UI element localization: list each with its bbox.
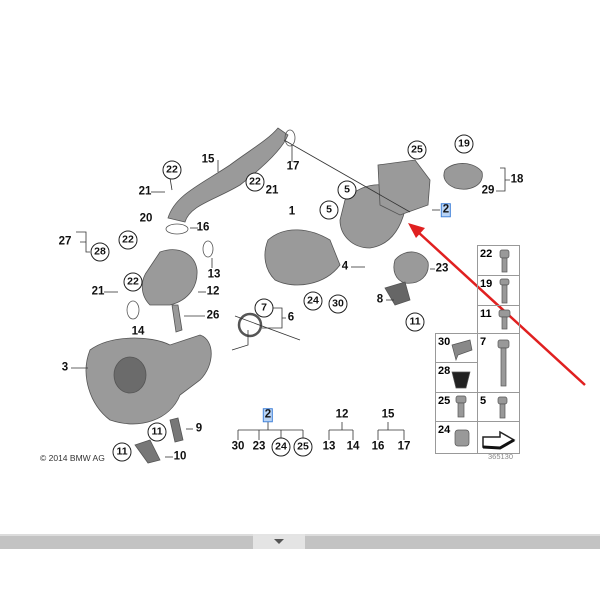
turbo-housing-25	[377, 159, 431, 216]
table-cell-19: 19	[477, 275, 520, 306]
callout-30: 30	[328, 294, 348, 314]
seal-ring-16	[165, 223, 189, 235]
callout-12: 12	[335, 408, 349, 421]
bracket-10	[134, 439, 161, 464]
table-cell-5: 5	[477, 392, 520, 422]
leader-lines	[71, 139, 510, 458]
callout-11: 11	[147, 422, 167, 442]
cell-label: 7	[480, 336, 487, 348]
bracket-9	[169, 417, 184, 443]
callout-2[interactable]: 2	[440, 203, 452, 217]
callout-17: 17	[397, 440, 411, 453]
table-cell-7: 7	[477, 333, 520, 393]
callout-13: 13	[322, 440, 336, 453]
expand-toggle-button[interactable]	[253, 534, 305, 549]
exhaust-manifold	[264, 229, 341, 286]
callout-22: 22	[162, 160, 182, 180]
table-cell-28: 28	[435, 362, 478, 393]
callout-6: 6	[287, 311, 295, 324]
direction-arrow-icon	[482, 430, 516, 450]
callout-14: 14	[346, 440, 360, 453]
callout-19: 19	[454, 134, 474, 154]
callout-25: 25	[407, 140, 427, 160]
cell-label: 22	[480, 248, 493, 260]
callout-29: 29	[481, 184, 495, 197]
turbo-inlet	[113, 356, 147, 394]
callout-28: 28	[90, 242, 110, 262]
callout-12: 12	[206, 285, 220, 298]
callout-10: 10	[173, 450, 187, 463]
cell-label: 28	[438, 365, 451, 377]
cell-label: 11	[480, 308, 492, 320]
callout-11: 11	[405, 312, 425, 332]
callout-20: 20	[139, 212, 153, 225]
callout-14: 14	[131, 325, 145, 338]
callout-18: 18	[510, 173, 524, 186]
callout-1: 1	[288, 205, 296, 218]
v-band-clamp-6	[237, 312, 263, 338]
charge-air-pipe	[167, 127, 289, 223]
callout-22: 22	[245, 172, 265, 192]
cell-label: 19	[480, 278, 493, 290]
callout-16: 16	[196, 221, 210, 234]
cell-label: 25	[438, 395, 451, 407]
red-annotation-arrow	[408, 223, 586, 386]
callout-21: 21	[265, 184, 279, 197]
table-cell-22: 22	[477, 245, 520, 276]
turbocharger-3	[85, 334, 212, 425]
intake-elbow	[141, 249, 198, 306]
callout-4: 4	[341, 260, 349, 273]
callout-30: 30	[231, 440, 245, 453]
callout-11: 11	[112, 442, 132, 462]
diagram-number: 365130	[488, 452, 514, 461]
callout-21: 21	[91, 285, 105, 298]
callout-15: 15	[201, 153, 215, 166]
callout-5: 5	[319, 200, 339, 220]
table-cell-24: 24	[435, 421, 478, 454]
callout-27: 27	[58, 235, 72, 248]
wastegate-actuator	[393, 251, 429, 284]
chevron-down-icon	[274, 539, 284, 544]
cell-label: 30	[438, 336, 451, 348]
clamp-18	[443, 163, 483, 190]
callout-23: 23	[435, 262, 449, 275]
callout-13: 13	[207, 268, 221, 281]
callout-3: 3	[61, 361, 69, 374]
callout-5: 5	[337, 180, 357, 200]
copyright-text: © 2014 BMW AG	[40, 453, 105, 463]
oxygen-sensor-26	[171, 304, 183, 333]
callout-22: 22	[118, 230, 138, 250]
callout-2[interactable]: 2	[262, 408, 274, 422]
seal-ring-13	[202, 240, 214, 258]
callout-9: 9	[195, 422, 203, 435]
part-illustrations	[85, 127, 483, 464]
callout-22: 22	[123, 272, 143, 292]
table-cell-30: 30	[435, 333, 478, 363]
table-cell-25: 25	[435, 392, 478, 422]
bracket-8	[384, 281, 411, 306]
seal-ring-14	[126, 300, 140, 320]
cell-label: 5	[480, 395, 487, 407]
seal-ring-17	[284, 129, 296, 147]
callout-17: 17	[286, 160, 300, 173]
callout-26: 26	[206, 309, 220, 322]
callout-15: 15	[381, 408, 395, 421]
callout-7: 7	[254, 298, 274, 318]
callout-23: 23	[252, 440, 266, 453]
callout-24: 24	[271, 437, 291, 457]
callout-25: 25	[293, 437, 313, 457]
callout-24: 24	[303, 291, 323, 311]
callout-21: 21	[138, 185, 152, 198]
table-cell-11: 11	[477, 305, 520, 334]
table-cell-arrow	[477, 421, 520, 454]
callout-16: 16	[371, 440, 385, 453]
callout-8: 8	[376, 293, 384, 306]
cell-label: 24	[438, 424, 451, 436]
